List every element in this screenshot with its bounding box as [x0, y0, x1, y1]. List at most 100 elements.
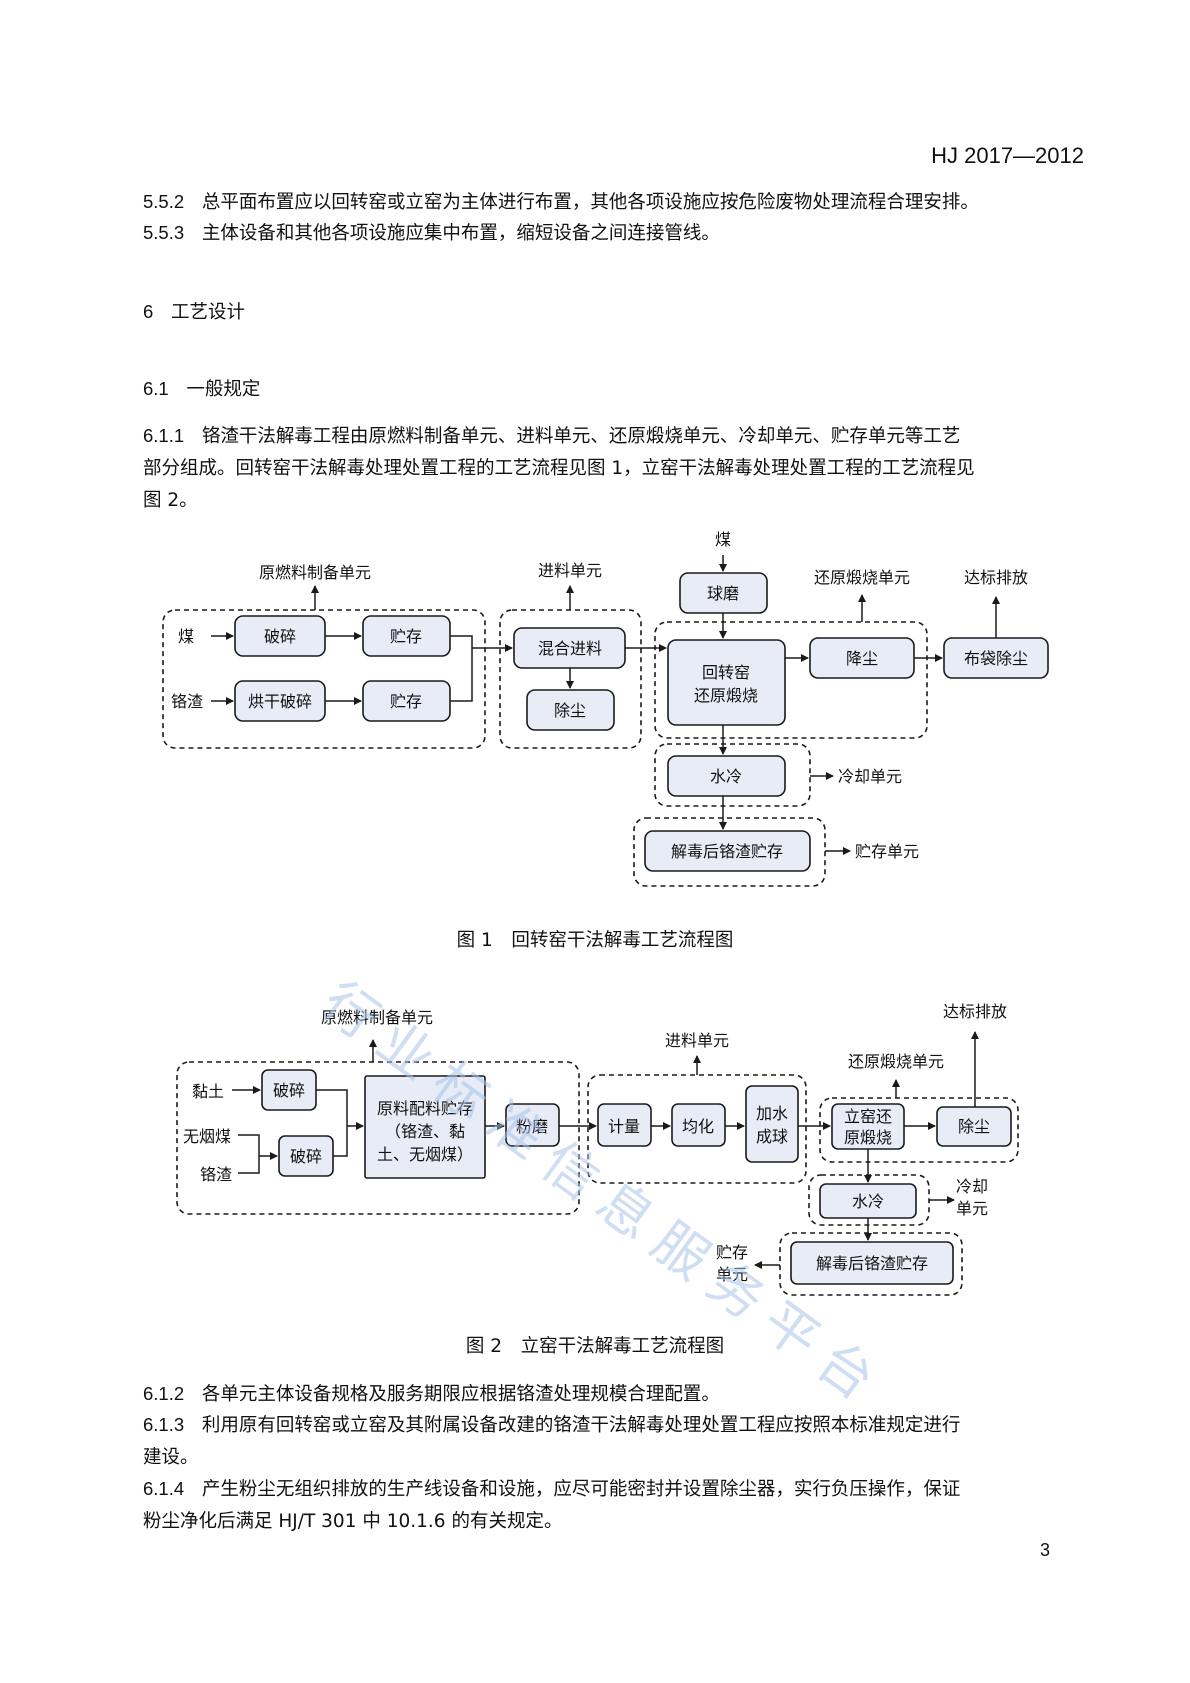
- text-crush: 破碎: [264, 627, 296, 646]
- section-title: 一般规定: [186, 379, 261, 400]
- text-dedust: 除尘: [554, 701, 586, 720]
- clause-number: 6.1.1: [143, 425, 185, 446]
- label-reduction-unit: 还原煅烧单元: [814, 568, 910, 587]
- figure-1-caption: 图 1 回转窑干法解毒工艺流程图: [456, 930, 734, 951]
- text-kiln-line-1: 回转窑: [702, 663, 750, 682]
- group-cooling-unit: [654, 743, 811, 807]
- label-storage-unit-line-2: 单元: [716, 1265, 748, 1284]
- para-5-5-3: 5.5.3 主体设备和其他各项设施应集中布置，缩短设备之间连接管线。: [143, 217, 1085, 250]
- label-discharge: 达标排放: [964, 568, 1028, 587]
- label-cooling-unit-line-2: 单元: [956, 1199, 988, 1218]
- group-raw-material-unit: [162, 609, 486, 749]
- text-crush-clay: 破碎: [273, 1081, 305, 1100]
- text-shaft-kiln-line-1: 立窑还: [844, 1107, 892, 1126]
- para-6-1-1: 6.1.1 铬渣干法解毒工程由原燃料制备单元、进料单元、还原煅烧单元、冷却单元、…: [143, 420, 1085, 517]
- text-water-cool: 水冷: [852, 1192, 884, 1211]
- box-slag-store: [644, 830, 811, 872]
- box-water-cool: [667, 755, 786, 797]
- section-title: 工艺设计: [170, 302, 245, 323]
- label-input-coal: 煤: [178, 627, 194, 646]
- text-ball-mill: 球磨: [707, 584, 739, 603]
- label-feed-unit: 进料单元: [538, 561, 602, 580]
- clause-text-line-3: 图 2。: [143, 490, 198, 511]
- clause-text-line-1: 利用原有回转窑或立窑及其附属设备改建的铬渣干法解毒处理处置工程应按照本标准规定进…: [201, 1415, 961, 1436]
- text-water-cool: 水冷: [710, 767, 742, 786]
- clause-number: 6.1.4: [143, 1478, 185, 1499]
- text-raw-mix-line-3: 土、无烟煤）: [377, 1145, 473, 1164]
- section-number: 6: [143, 301, 154, 322]
- label-input-chrome-slag: 铬渣: [200, 1165, 232, 1184]
- clause-number: 6.1.2: [143, 1383, 185, 1404]
- label-feed-unit: 进料单元: [665, 1031, 729, 1050]
- text-dedust: 除尘: [958, 1117, 990, 1136]
- text-store-1: 贮存: [390, 627, 422, 646]
- text-bag-filter: 布袋除尘: [964, 649, 1028, 668]
- text-raw-mix-line-1: 原料配料贮存: [377, 1099, 473, 1118]
- text-pelletize-line-1: 加水: [756, 1104, 788, 1123]
- box-homogenize: [671, 1103, 726, 1147]
- text-pelletize-line-2: 成球: [756, 1127, 788, 1146]
- text-grind: 粉磨: [516, 1117, 548, 1136]
- clause-text: 总平面布置应以回转窑或立窑为主体进行布置，其他各项设施应按危险废物处理流程合理安…: [201, 192, 979, 213]
- page-number: 3: [1040, 1540, 1051, 1560]
- text-raw-mix-line-2: （铬渣、黏: [385, 1122, 465, 1141]
- text-meter: 计量: [608, 1117, 640, 1136]
- section-number: 6.1: [143, 378, 169, 399]
- watermark-text: 行业标准信息服务平台: [310, 970, 897, 1421]
- text-store-2: 贮存: [390, 692, 422, 711]
- label-storage-unit-line-1: 贮存: [716, 1243, 748, 1262]
- clause-text: 各单元主体设备规格及服务期限应根据铬渣处理规模合理配置。: [201, 1384, 720, 1405]
- box-dedust: [526, 689, 615, 731]
- para-6-1-2: 6.1.2 各单元主体设备规格及服务期限应根据铬渣处理规模合理配置。: [143, 1378, 1085, 1411]
- text-homogenize: 均化: [682, 1117, 714, 1136]
- section-6-1-heading: 6.1 一般规定: [143, 375, 260, 401]
- box-slag-store: [790, 1241, 954, 1285]
- clause-text: 主体设备和其他各项设施应集中布置，缩短设备之间连接管线。: [201, 223, 720, 244]
- label-input-clay: 黏土: [192, 1082, 224, 1101]
- standard-header: HJ 2017—2012: [931, 143, 1084, 168]
- group-feed-unit: [587, 1074, 807, 1184]
- box-grind: [505, 1103, 560, 1147]
- para-5-5-2: 5.5.2 总平面布置应以回转窑或立窑为主体进行布置，其他各项设施应按危险废物处…: [143, 186, 1085, 219]
- box-dedust: [936, 1106, 1012, 1147]
- clause-text-line-2: 部分组成。回转窑干法解毒处理处置工程的工艺流程见图 1，立窑干法解毒处理处置工程…: [143, 458, 975, 479]
- label-cooling-unit-line-1: 冷却: [956, 1177, 988, 1196]
- text-kiln-line-2: 还原煅烧: [694, 686, 758, 705]
- figure-2-flowchart: 原燃料制备单元 进料单元 还原煅烧单元 达标排放 黏土 无烟煤 铬渣 破碎 破碎…: [176, 1002, 1019, 1296]
- box-meter: [597, 1103, 652, 1147]
- label-cooling-unit: 冷却单元: [838, 767, 902, 786]
- text-slag-store: 解毒后铬渣贮存: [671, 842, 783, 861]
- label-discharge: 达标排放: [943, 1002, 1007, 1021]
- label-input-chrome-slag: 铬渣: [171, 692, 203, 711]
- label-storage-unit: 贮存单元: [855, 842, 919, 861]
- group-raw-material-unit: [176, 1061, 580, 1215]
- clause-text-line-1: 产生粉尘无组织排放的生产线设备和设施，应尽可能密封并设置除尘器，实行负压操作，保…: [201, 1479, 961, 1500]
- section-6-heading: 6 工艺设计: [143, 298, 245, 324]
- label-raw-material-unit: 原燃料制备单元: [259, 563, 371, 582]
- clause-text-line-1: 铬渣干法解毒工程由原燃料制备单元、进料单元、还原煅烧单元、冷却单元、贮存单元等工…: [201, 426, 961, 447]
- clause-text-line-2: 粉尘净化后满足 HJ/T 301 中 10.1.6 的有关规定。: [143, 1511, 563, 1532]
- clause-number: 5.5.3: [143, 222, 185, 243]
- box-raw-mix-store: [364, 1075, 486, 1179]
- text-cool-dust: 降尘: [846, 649, 878, 668]
- figure-1-flowchart: 原燃料制备单元 进料单元 煤 还原煅烧单元 达标排放 煤 铬渣 破碎 烘干破碎 …: [162, 530, 1049, 887]
- clause-number: 6.1.3: [143, 1414, 185, 1435]
- text-shaft-kiln-line-2: 原煅烧: [844, 1128, 892, 1147]
- text-crush-mix: 破碎: [290, 1147, 322, 1166]
- group-storage-unit: [633, 817, 826, 887]
- label-raw-material-unit: 原燃料制备单元: [321, 1008, 433, 1027]
- para-6-1-4: 6.1.4 产生粉尘无组织排放的生产线设备和设施，应尽可能密封并设置除尘器，实行…: [143, 1473, 1085, 1538]
- figure-2-caption: 图 2 立窑干法解毒工艺流程图: [465, 1336, 725, 1357]
- label-top-coal: 煤: [715, 530, 731, 549]
- text-slag-store: 解毒后铬渣贮存: [816, 1254, 928, 1273]
- label-input-anthracite: 无烟煤: [183, 1127, 231, 1146]
- text-dry-crush: 烘干破碎: [248, 692, 312, 711]
- clause-text-line-2: 建设。: [143, 1447, 199, 1468]
- box-pelletize: [745, 1085, 799, 1163]
- text-mix-feed: 混合进料: [538, 639, 602, 658]
- para-6-1-3: 6.1.3 利用原有回转窑或立窑及其附属设备改建的铬渣干法解毒处理处置工程应按照…: [143, 1409, 1085, 1474]
- box-rotary-kiln: [667, 639, 786, 726]
- label-reduction-unit: 还原煅烧单元: [848, 1052, 944, 1071]
